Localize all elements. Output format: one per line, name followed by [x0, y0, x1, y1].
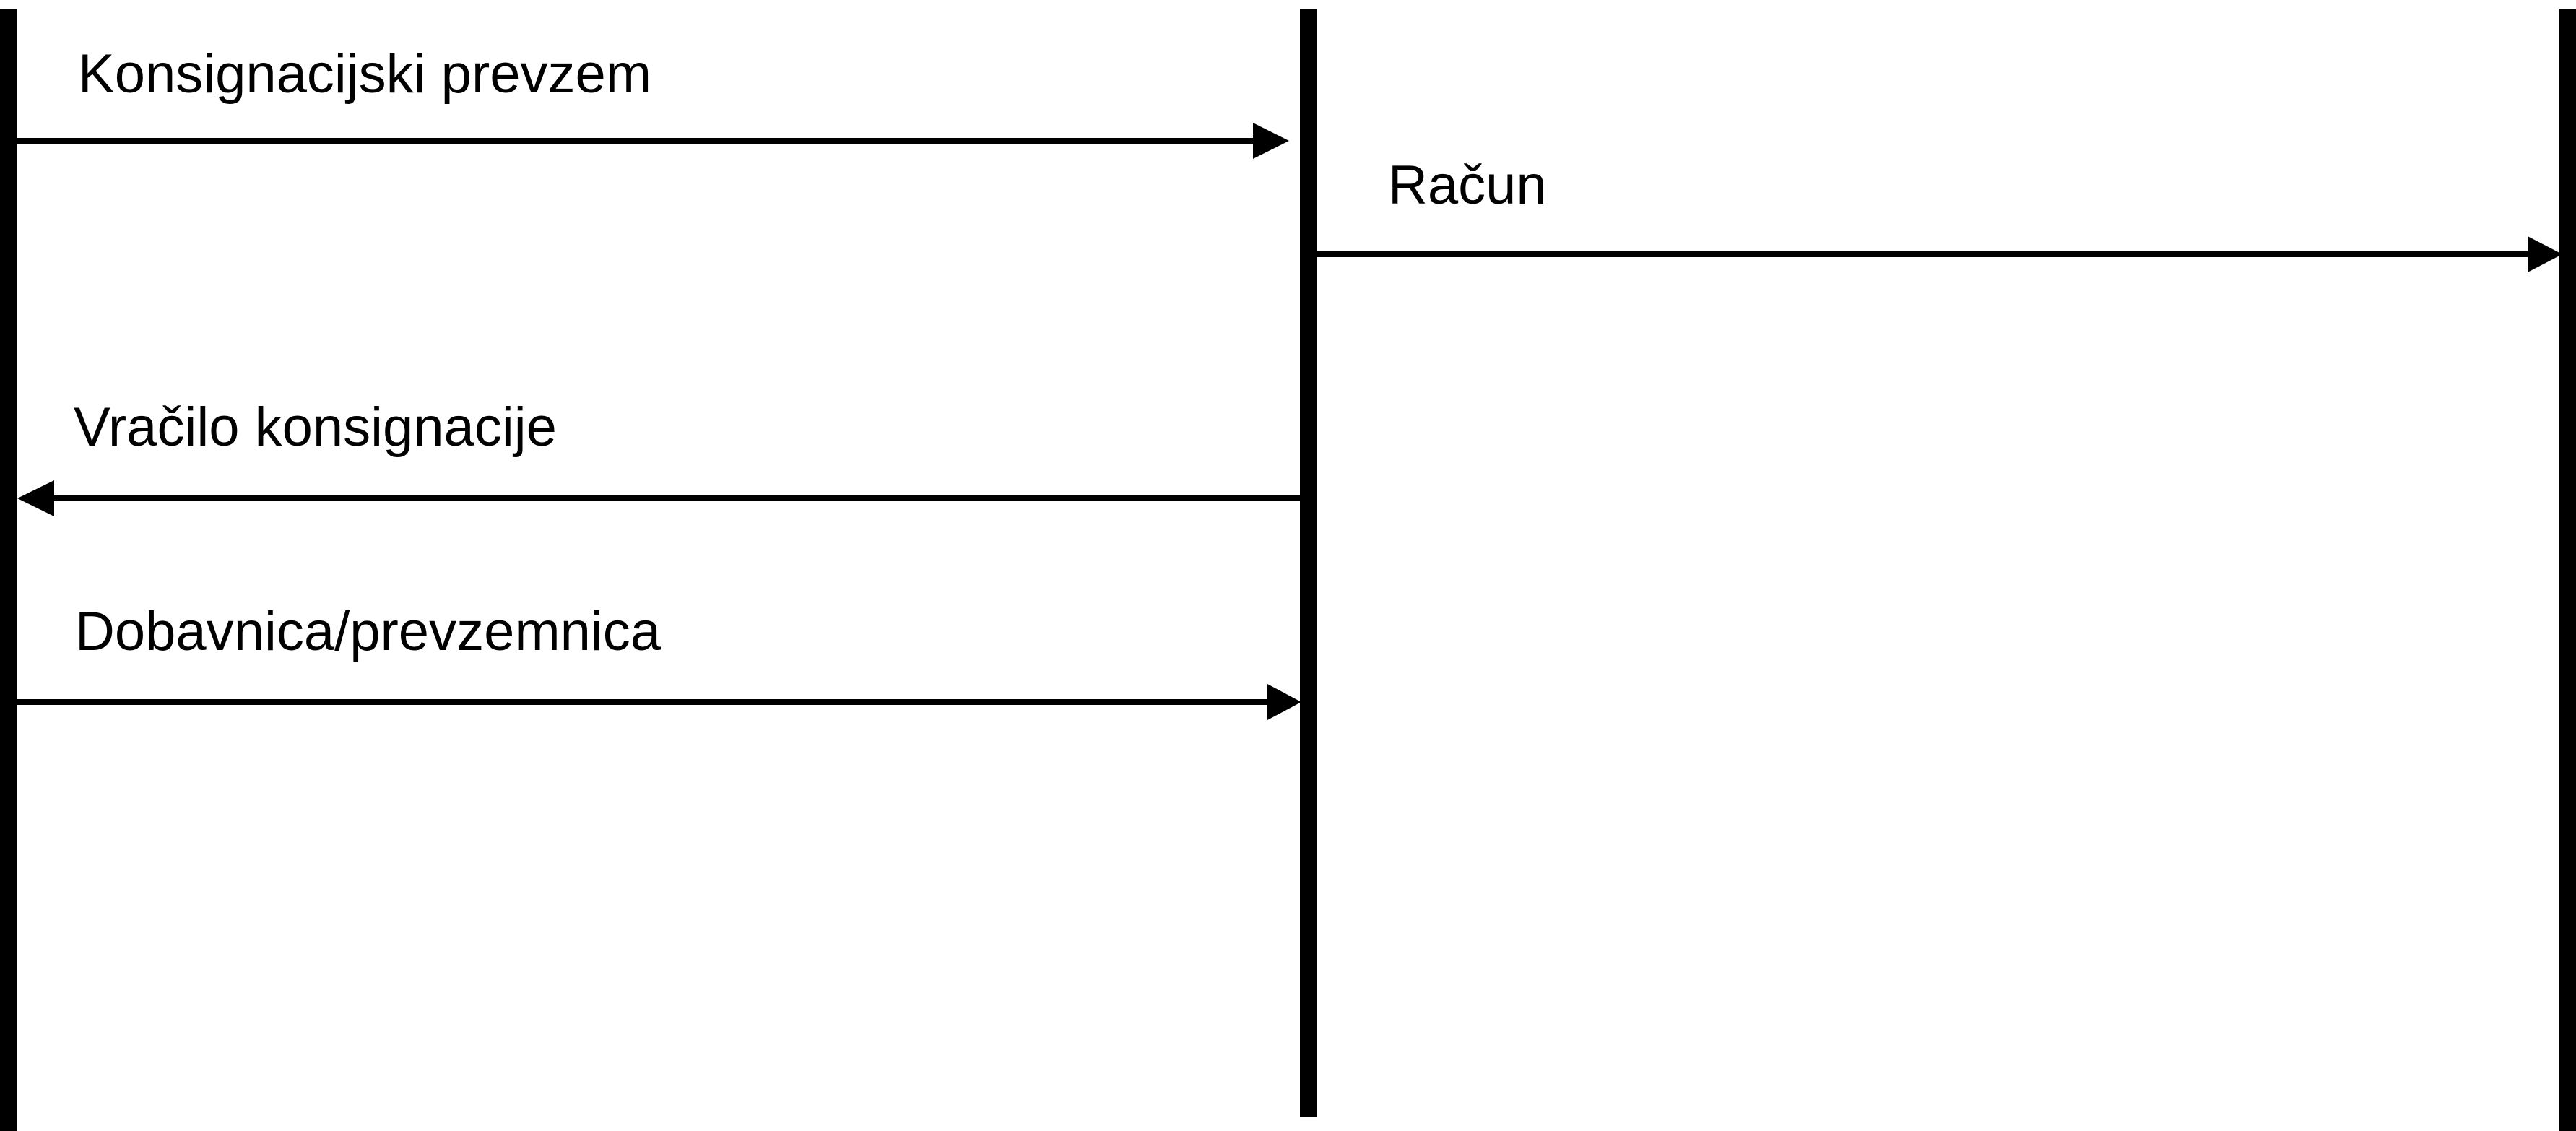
message-label: Konsignacijski prevzem [78, 43, 651, 105]
message-label: Vračilo konsignacije [74, 396, 557, 458]
arrowhead-right-icon [1253, 123, 1289, 159]
message-racun: Račun [1317, 155, 2562, 272]
arrowhead-right-icon [1267, 684, 1301, 720]
message-dobavnica-prevzemnica: Dobavnica/prevzemnica [16, 601, 1301, 720]
message-label: Dobavnica/prevzemnica [75, 601, 662, 662]
message-konsignacijski-prevzem: Konsignacijski prevzem [16, 43, 1289, 159]
arrowhead-right-icon [2528, 236, 2562, 272]
message-label: Račun [1388, 155, 1547, 216]
arrowhead-left-icon [17, 480, 54, 516]
message-vracilo-konsignacije: Vračilo konsignacije [17, 396, 1301, 516]
